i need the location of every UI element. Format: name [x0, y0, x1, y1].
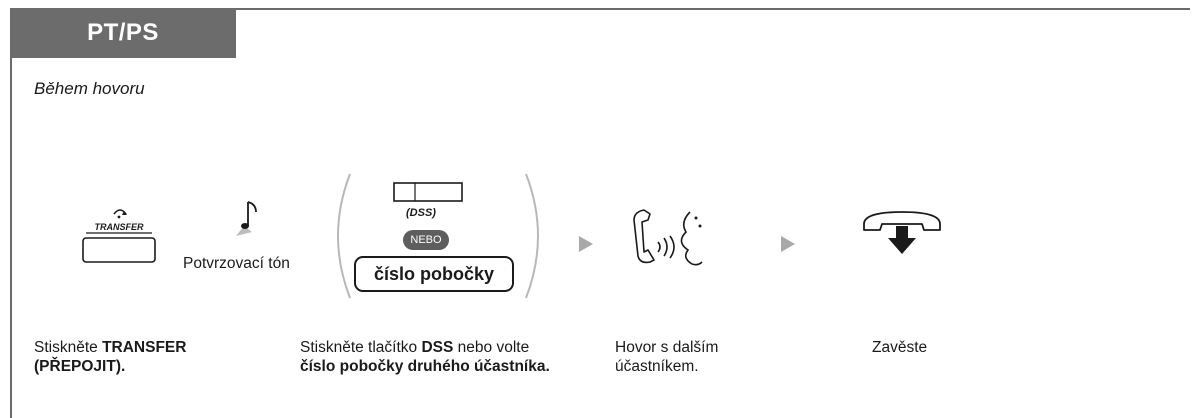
- transfer-key-icon: TRANSFER: [82, 209, 156, 263]
- subtitle: Během hovoru: [34, 79, 145, 98]
- handset-talk-icon: [633, 209, 703, 266]
- tone-label: Potvrzovací tón: [183, 255, 290, 272]
- right-parenthesis: [525, 173, 539, 299]
- hang-up-icon: [863, 211, 941, 254]
- panel-frame: [10, 8, 1190, 418]
- tone-note-icon: [236, 201, 257, 236]
- section-tab: PT/PS: [10, 8, 236, 58]
- caption-talk: Hovor s dalším účastníkem.: [615, 339, 719, 375]
- step-arrow-icon: [579, 236, 593, 252]
- caption-transfer: Stiskněte TRANSFER (PŘEPOJIT).: [34, 339, 187, 375]
- dss-button-icon: [393, 182, 463, 202]
- step-arrow-icon: [781, 236, 795, 252]
- caption-hangup: Zavěste: [872, 339, 928, 356]
- or-badge: NEBO: [403, 230, 449, 250]
- caption-dial: Stiskněte tlačítko DSS nebo volte číslo …: [300, 339, 550, 375]
- dss-label: (DSS): [406, 207, 436, 219]
- left-parenthesis: [337, 173, 351, 299]
- transfer-key-label: TRANSFER: [95, 222, 144, 232]
- extension-number-button: číslo pobočky: [354, 256, 514, 292]
